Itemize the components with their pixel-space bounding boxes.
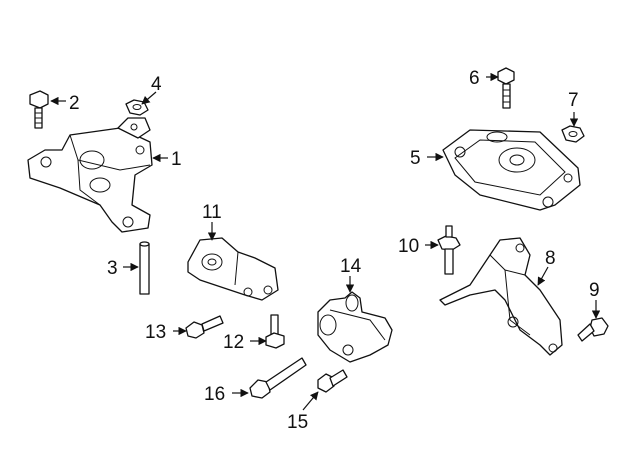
part-16-long-bolt[interactable]	[249, 357, 307, 399]
leader-4	[141, 91, 157, 105]
callout-labels: 2 4 1 3 11 13 12 14 16 15 6 7 5 10 8 9	[69, 68, 600, 433]
part-10-stud[interactable]	[437, 225, 461, 275]
part-6-bolt[interactable]	[497, 67, 515, 109]
callout-14: 14	[340, 256, 362, 277]
leader-lines	[50, 72, 601, 411]
part-8-bracket[interactable]	[439, 237, 563, 356]
callout-10: 10	[398, 236, 419, 257]
part-12-bolt[interactable]	[265, 314, 285, 349]
part-7-nut[interactable]	[561, 125, 585, 143]
callout-3: 3	[107, 258, 118, 279]
part-3-stud[interactable]	[139, 241, 150, 295]
leader-15	[302, 391, 319, 411]
part-1-engine-mount[interactable]	[27, 117, 153, 233]
part-14-link-mount[interactable]	[317, 291, 393, 363]
callout-6: 6	[469, 68, 480, 89]
part-5-transmission-mount[interactable]	[442, 129, 581, 211]
callout-15: 15	[287, 412, 308, 433]
part-13-bolt[interactable]	[185, 315, 224, 339]
callout-1: 1	[171, 149, 182, 170]
part-2-bolt[interactable]	[29, 90, 49, 129]
callout-13: 13	[145, 322, 166, 343]
callout-9: 9	[589, 280, 600, 301]
leader-8	[537, 266, 549, 286]
part-9-bolt[interactable]	[577, 317, 609, 342]
callout-5: 5	[410, 148, 421, 169]
callout-7: 7	[568, 90, 579, 111]
callout-8: 8	[545, 248, 556, 269]
part-15-bolt[interactable]	[317, 369, 348, 393]
part-11-rear-mount[interactable]	[187, 237, 279, 301]
callout-12: 12	[223, 332, 244, 353]
callout-16: 16	[204, 384, 225, 405]
callout-4: 4	[151, 74, 162, 95]
callout-11: 11	[202, 202, 222, 223]
callout-2: 2	[69, 93, 80, 114]
